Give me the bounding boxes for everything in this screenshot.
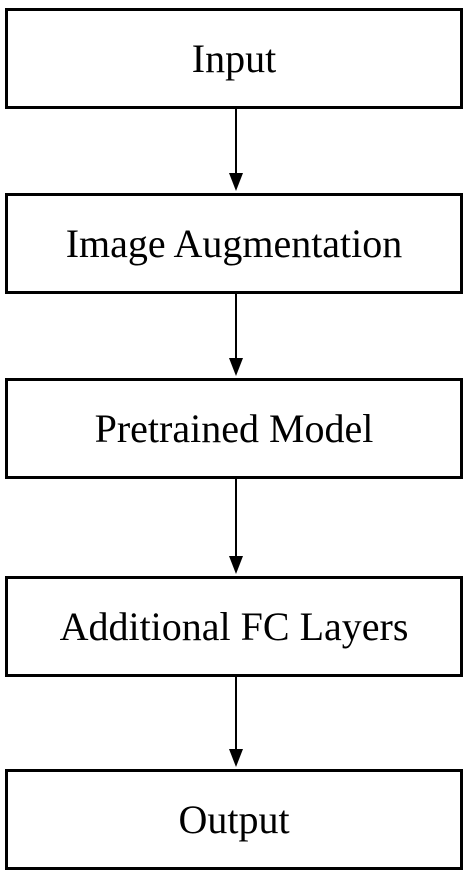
arrow-down-icon xyxy=(229,479,243,574)
arrow-down-icon xyxy=(229,677,243,767)
step-image-augmentation-label: Image Augmentation xyxy=(65,221,403,266)
step-image-augmentation-box: Image Augmentation xyxy=(5,193,463,294)
step-pretrained-model-label: Pretrained Model xyxy=(94,406,374,451)
step-output-label: Output xyxy=(178,797,290,842)
step-output-box: Output xyxy=(5,769,463,870)
step-pretrained-model-box: Pretrained Model xyxy=(5,378,463,479)
step-additional-fc-layers-label: Additional FC Layers xyxy=(59,604,409,649)
step-input-label: Input xyxy=(191,36,277,81)
arrow-down-icon xyxy=(229,294,243,376)
arrow-down-icon xyxy=(229,109,243,191)
step-additional-fc-layers-box: Additional FC Layers xyxy=(5,576,463,677)
step-input-box: Input xyxy=(5,8,463,109)
